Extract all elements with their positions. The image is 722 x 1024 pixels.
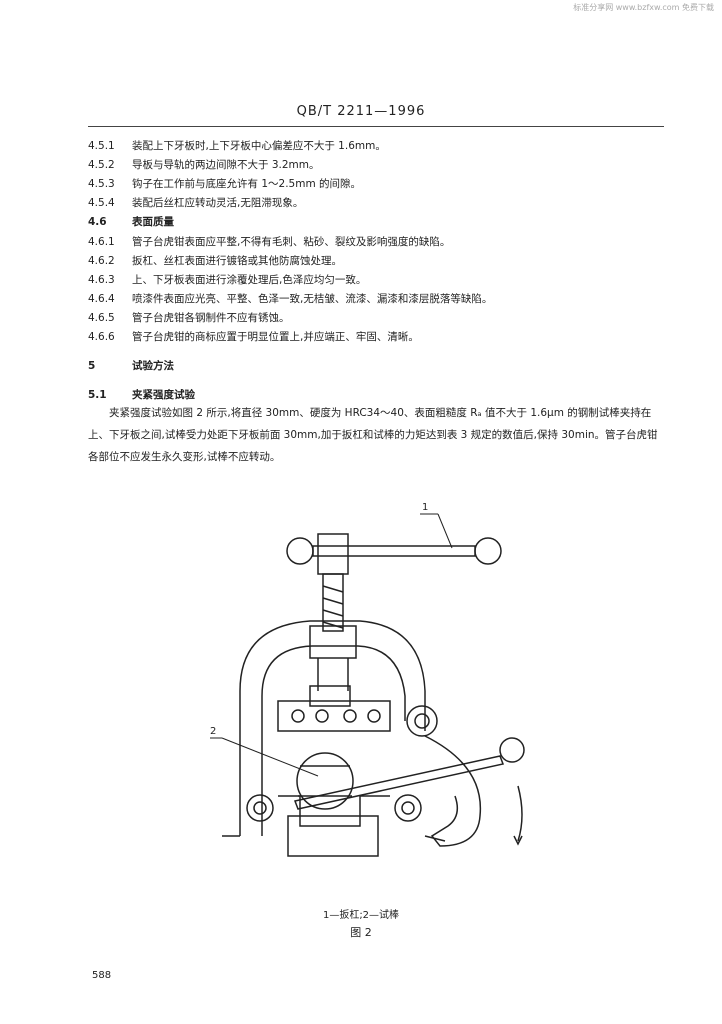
test-paragraph: 夹紧强度试验如图 2 所示,将直径 30mm、硬度为 HRC34～40、表面粗糙… — [88, 407, 658, 463]
header-rule — [88, 126, 664, 127]
test-bar — [296, 752, 354, 810]
pipe-vise-figure: 1 2 — [210, 502, 525, 857]
frame-outer — [239, 620, 426, 836]
figure-caption: 图 2 — [350, 926, 372, 939]
hook — [424, 735, 482, 847]
roller-right — [394, 794, 422, 822]
base-block — [287, 815, 379, 857]
page-number: 588 — [92, 970, 112, 981]
figure-legend: 1—扳杠;2—试棒 — [322, 910, 400, 921]
frame-inner — [261, 645, 406, 836]
screw-head — [317, 533, 349, 575]
roller-left — [246, 794, 274, 822]
callout-2: 2 — [210, 726, 216, 737]
upper-jaw — [277, 700, 391, 732]
lever-arm — [293, 755, 505, 810]
page-header: QB/T 2211—1996 — [296, 104, 426, 119]
lead-screw — [322, 573, 344, 632]
lower-jaw — [278, 795, 390, 827]
handle-knob-left — [286, 537, 314, 565]
lever-knob — [499, 737, 525, 763]
callout-1: 1 — [422, 502, 428, 513]
handle-bar — [312, 545, 476, 557]
watermark: 标准分享网 www.bzfxw.com 免费下载 — [573, 3, 714, 12]
pivot-wheel — [406, 705, 438, 737]
handle-knob-right — [474, 537, 502, 565]
